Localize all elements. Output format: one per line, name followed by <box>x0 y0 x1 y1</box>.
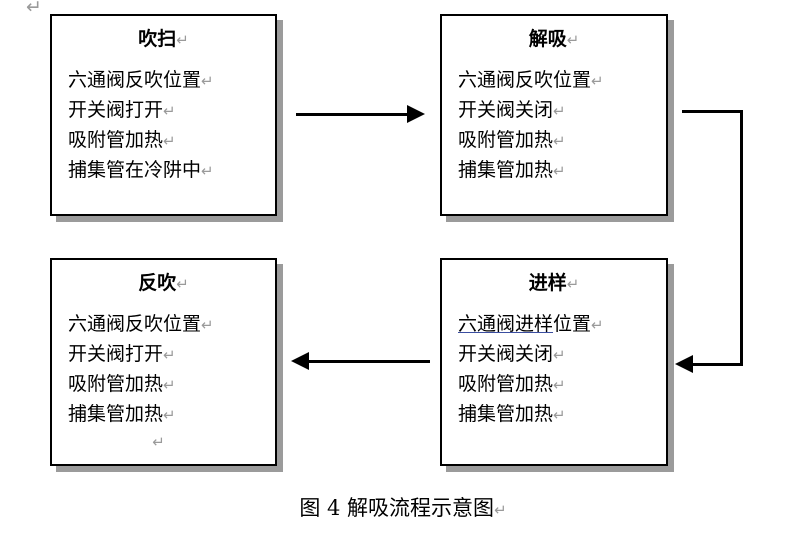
flow-box-line-text: 捕集管在冷阱中 <box>68 159 202 181</box>
flow-box-backflush-title: 反吹↵ <box>52 274 275 293</box>
return-mark: ↵ <box>176 275 189 293</box>
flow-box-line: 六通阀进样位置↵ <box>458 310 666 340</box>
return-mark: ↵ <box>163 102 176 120</box>
return-mark: ↵ <box>553 376 566 394</box>
flow-box-line-text: 吸附管加热 <box>68 129 164 151</box>
flow-box-desorb-title: 解吸↵ <box>442 30 666 49</box>
return-mark: ↵ <box>553 102 566 120</box>
flow-box-inject-lines: 六通阀进样位置↵ 开关阀关闭↵ 吸附管加热↵ 捕集管加热↵ <box>442 310 666 430</box>
return-mark: ↵ <box>163 132 176 150</box>
flow-box-line-text: 吸附管加热 <box>458 373 554 395</box>
figure-caption-text: 图 4 解吸流程示意图 <box>299 496 495 520</box>
flow-box-desorb-title-text: 解吸 <box>528 28 567 50</box>
flow-box-backflush[interactable]: 反吹↵ 六通阀反吹位置↵ 开关阀打开↵ 吸附管加热↵ 捕集管加热↵ ↵ <box>50 258 277 466</box>
flow-box-line-text: 吸附管加热 <box>68 373 164 395</box>
flow-box-line-text: 六通阀反吹位置 <box>68 69 202 91</box>
arrowhead-left-icon <box>675 355 693 373</box>
flow-box-backflush-lines: 六通阀反吹位置↵ 开关阀打开↵ 吸附管加热↵ 捕集管加热↵ ↵ <box>52 310 275 453</box>
flow-box-line: 六通阀反吹位置↵ <box>68 66 275 96</box>
flow-box-line: 捕集管加热↵ <box>458 400 666 430</box>
flow-box-line-text: 捕集管加热 <box>68 403 164 425</box>
flow-box-line: 捕集管加热↵ <box>458 156 666 186</box>
return-mark: ↵ <box>591 316 604 334</box>
return-mark: ↵ <box>553 162 566 180</box>
return-mark: ↵ <box>566 275 580 293</box>
return-mark: ↵ <box>201 162 214 180</box>
return-mark: ↵ <box>163 406 176 424</box>
return-mark: ↵ <box>494 501 507 519</box>
flow-box-line: 六通阀反吹位置↵ <box>458 66 666 96</box>
return-mark: ↵ <box>553 132 566 150</box>
flow-box-line-text: 六通阀反吹位置 <box>68 313 202 335</box>
connector-desorb-to-inject-segment-top <box>682 110 743 113</box>
flow-box-purge[interactable]: 吹扫↵ 六通阀反吹位置↵ 开关阀打开↵ 吸附管加热↵ 捕集管在冷阱中↵ <box>50 14 277 216</box>
flow-box-line: 开关阀打开↵ <box>68 96 275 126</box>
flow-box-purge-title: 吹扫↵ <box>52 30 275 49</box>
connector-desorb-to-inject-segment-bottom <box>692 363 743 366</box>
flow-box-line: 吸附管加热↵ <box>458 370 666 400</box>
flow-box-backflush-title-text: 反吹 <box>138 272 177 294</box>
flow-box-line-text: 六通阀反吹位置 <box>458 69 592 91</box>
flow-box-line: 吸附管加热↵ <box>458 126 666 156</box>
flow-box-line: 捕集管在冷阱中↵ <box>68 156 275 186</box>
flow-box-line-text: 开关阀关闭 <box>458 343 554 365</box>
flow-box-inject[interactable]: 进样↵ 六通阀进样位置↵ 开关阀关闭↵ 吸附管加热↵ 捕集管加热↵ <box>440 258 668 466</box>
flow-box-line-text: 开关阀打开 <box>68 99 164 121</box>
flow-box-line-text: 捕集管加热 <box>458 403 554 425</box>
flow-box-line: 开关阀关闭↵ <box>458 340 666 370</box>
return-mark: ↵ <box>201 316 214 334</box>
return-mark: ↵ <box>201 72 214 90</box>
flow-box-desorb-lines: 六通阀反吹位置↵ 开关阀关闭↵ 吸附管加热↵ 捕集管加热↵ <box>442 66 666 186</box>
return-mark: ↵ <box>566 31 580 49</box>
flow-box-line: 吸附管加热↵ <box>68 126 275 156</box>
connector-purge-to-desorb-line <box>296 113 408 116</box>
flow-box-line-underlined-text: 六通阀进样 <box>458 313 554 335</box>
return-mark: ↵ <box>553 406 566 424</box>
figure-caption: 图 4 解吸流程示意图↵ <box>0 498 806 519</box>
flow-box-line-text: 捕集管加热 <box>458 159 554 181</box>
return-mark: ↵ <box>152 433 165 451</box>
flow-box-inject-title-text: 进样 <box>528 272 567 294</box>
return-mark: ↵ <box>553 346 566 364</box>
flow-box-line: 六通阀反吹位置↵ <box>68 310 275 340</box>
return-mark: ↵ <box>163 376 176 394</box>
arrowhead-right-icon <box>407 105 425 123</box>
flow-box-desorb[interactable]: 解吸↵ 六通阀反吹位置↵ 开关阀关闭↵ 吸附管加热↵ 捕集管加热↵ <box>440 14 668 216</box>
flow-box-purge-title-text: 吹扫 <box>138 28 177 50</box>
document-return-mark: ↵ <box>26 0 42 18</box>
arrowhead-left-icon <box>291 352 309 370</box>
flow-box-trailing-line: ↵ <box>68 430 275 453</box>
return-mark: ↵ <box>163 346 176 364</box>
flow-box-line: 捕集管加热↵ <box>68 400 275 430</box>
flow-box-purge-lines: 六通阀反吹位置↵ 开关阀打开↵ 吸附管加热↵ 捕集管在冷阱中↵ <box>52 66 275 186</box>
return-mark: ↵ <box>591 72 604 90</box>
flow-box-inject-title: 进样↵ <box>442 274 666 293</box>
flow-box-line-text: 吸附管加热 <box>458 129 554 151</box>
flow-box-line: 吸附管加热↵ <box>68 370 275 400</box>
flow-box-line: 开关阀打开↵ <box>68 340 275 370</box>
flow-box-line: 开关阀关闭↵ <box>458 96 666 126</box>
connector-desorb-to-inject-segment-vertical <box>740 110 743 366</box>
flow-box-line-text: 位置 <box>553 313 592 335</box>
return-mark: ↵ <box>176 31 189 49</box>
connector-inject-to-backflush-line <box>308 360 430 363</box>
flow-box-line-text: 开关阀打开 <box>68 343 164 365</box>
flow-box-line-text: 开关阀关闭 <box>458 99 554 121</box>
